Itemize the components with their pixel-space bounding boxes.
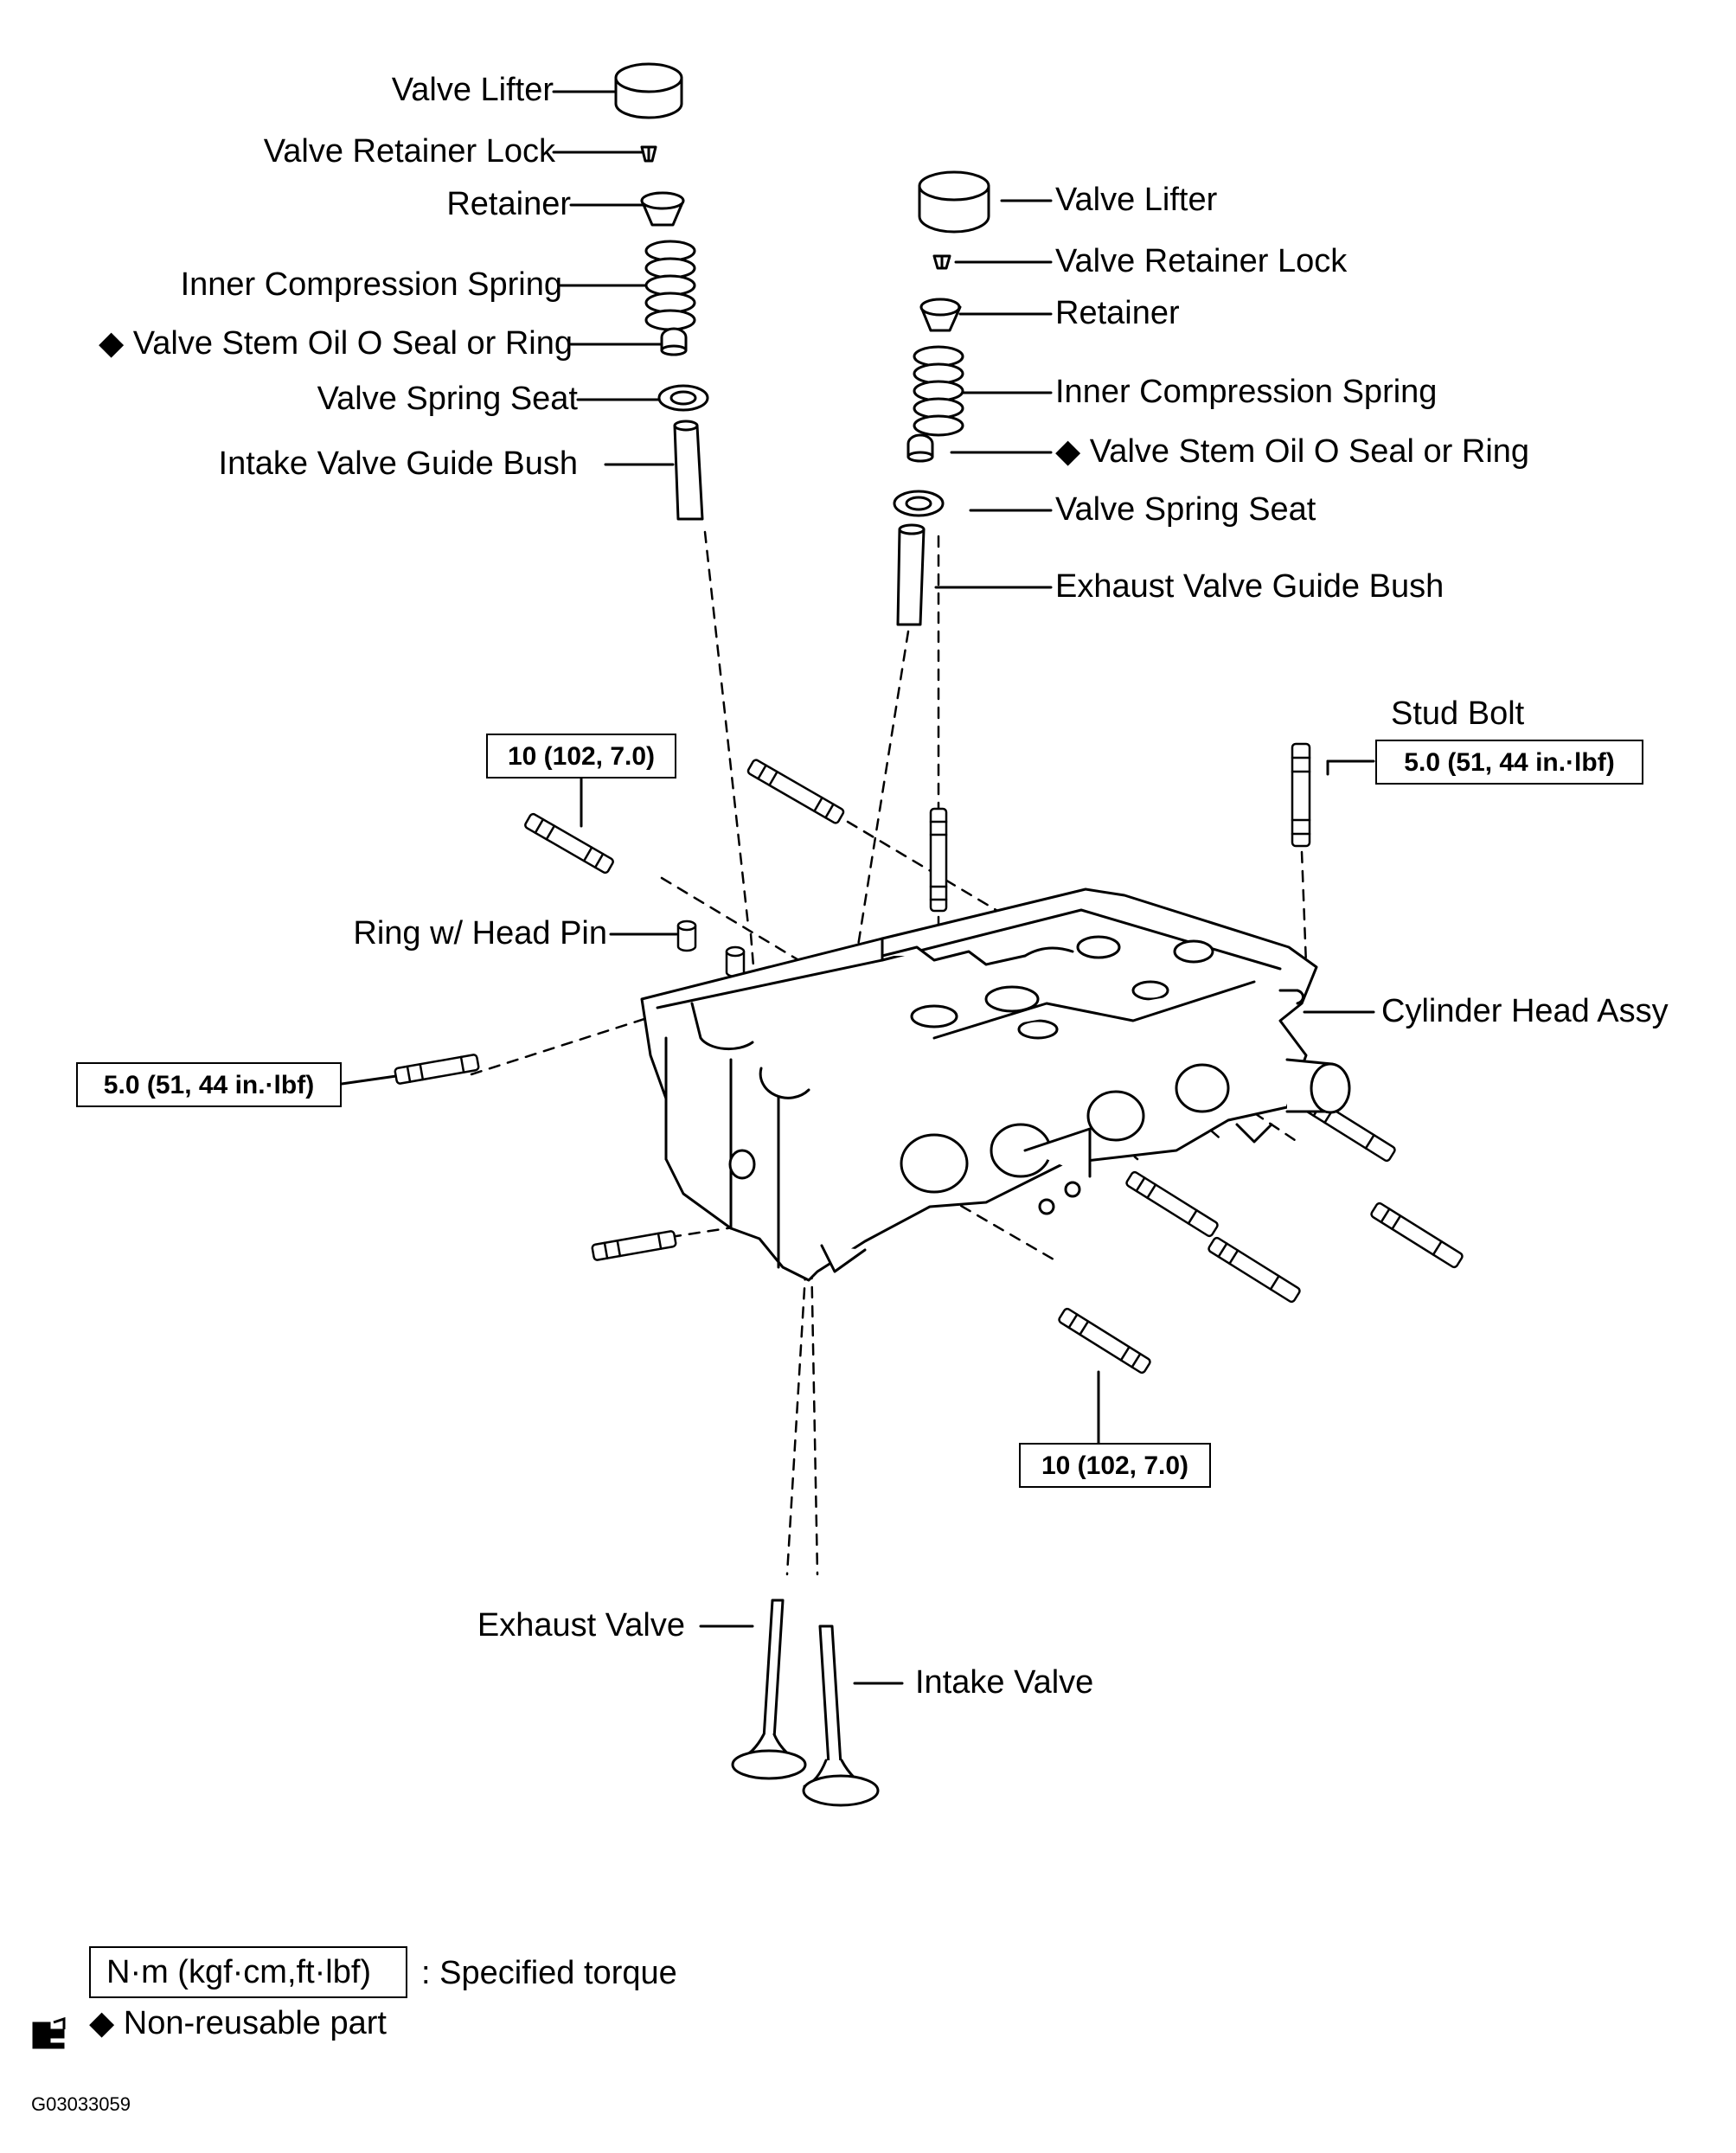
exhaust-guide-bush-label: Exhaust Valve Guide Bush xyxy=(1055,568,1445,605)
exhaust-stem-seal xyxy=(906,433,934,463)
exhaust-stem-seal-label: ◆ Valve Stem Oil O Seal or Ring xyxy=(1055,433,1530,470)
cylinder-head-body xyxy=(640,887,1351,1282)
torque-box-left: 5.0 (51, 44 in.·lbf) xyxy=(76,1062,342,1107)
legend-specified-torque: : Specified torque xyxy=(421,1955,677,1991)
exhaust-spring-seat xyxy=(893,490,945,517)
exhaust-compression-spring xyxy=(913,345,964,437)
exhaust-valve-part xyxy=(731,1599,807,1780)
torque-box-bottom: 10 (102, 7.0) xyxy=(1019,1443,1211,1488)
torque-value: 10 (102, 7.0) xyxy=(1041,1451,1189,1480)
stud-bolt-label: Stud Bolt xyxy=(1391,695,1525,732)
intake-stem-seal xyxy=(660,327,688,356)
exhaust-guide-bush xyxy=(896,523,926,626)
torque-value: 5.0 (51, 44 in.·lbf) xyxy=(1404,748,1615,777)
intake-retainer xyxy=(640,191,685,227)
wrench-icon xyxy=(32,2016,66,2049)
intake-valve-label: Intake Valve xyxy=(915,1664,1094,1701)
intake-compression-spring xyxy=(644,240,696,331)
torque-unit-legend-box: N·m (kgf·cm,ft·lbf) xyxy=(89,1946,407,1998)
intake-retainer-lock-label: Valve Retainer Lock xyxy=(263,133,555,170)
intake-valve-part xyxy=(802,1624,880,1807)
figure-id: G03033059 xyxy=(31,2093,131,2115)
intake-guide-bush-label: Intake Valve Guide Bush xyxy=(218,445,578,482)
legend-nonreusable: ◆ Non-reusable part xyxy=(89,2005,387,2041)
intake-spring-seat-label: Valve Spring Seat xyxy=(317,381,578,417)
legend-unit-text: N·m (kgf·cm,ft·lbf) xyxy=(106,1954,372,1990)
torque-value: 10 (102, 7.0) xyxy=(507,742,656,771)
exhaust-valve-label: Exhaust Valve xyxy=(477,1607,685,1644)
exhaust-retainer xyxy=(919,298,962,332)
torque-box-stud-bolt: 5.0 (51, 44 in.·lbf) xyxy=(1375,740,1643,785)
torque-value: 5.0 (51, 44 in.·lbf) xyxy=(103,1071,315,1099)
intake-spring-seat xyxy=(657,384,709,412)
cylinder-head-label: Cylinder Head Assy xyxy=(1381,993,1669,1029)
exhaust-spring-seat-label: Valve Spring Seat xyxy=(1055,491,1316,528)
intake-valve-lifter xyxy=(614,62,683,119)
intake-retainer-lock xyxy=(640,145,657,163)
intake-valve-lifter-label: Valve Lifter xyxy=(391,72,554,108)
exhaust-retainer-label: Retainer xyxy=(1055,295,1180,331)
exhaust-valve-lifter xyxy=(918,170,990,234)
intake-spring-label: Inner Compression Spring xyxy=(180,266,562,303)
exhaust-valve-lifter-label: Valve Lifter xyxy=(1055,182,1218,218)
intake-guide-bush xyxy=(673,420,704,521)
exhaust-retainer-lock xyxy=(932,254,951,270)
ring-head-pin-label: Ring w/ Head Pin xyxy=(353,915,607,952)
exhaust-retainer-lock-label: Valve Retainer Lock xyxy=(1055,243,1348,279)
intake-retainer-label: Retainer xyxy=(446,186,571,222)
exhaust-spring-label: Inner Compression Spring xyxy=(1055,374,1438,410)
leader-lines xyxy=(340,90,1375,1685)
torque-box-top-left: 10 (102, 7.0) xyxy=(486,734,676,779)
intake-stem-seal-label: ◆ Valve Stem Oil O Seal or Ring xyxy=(98,325,573,362)
